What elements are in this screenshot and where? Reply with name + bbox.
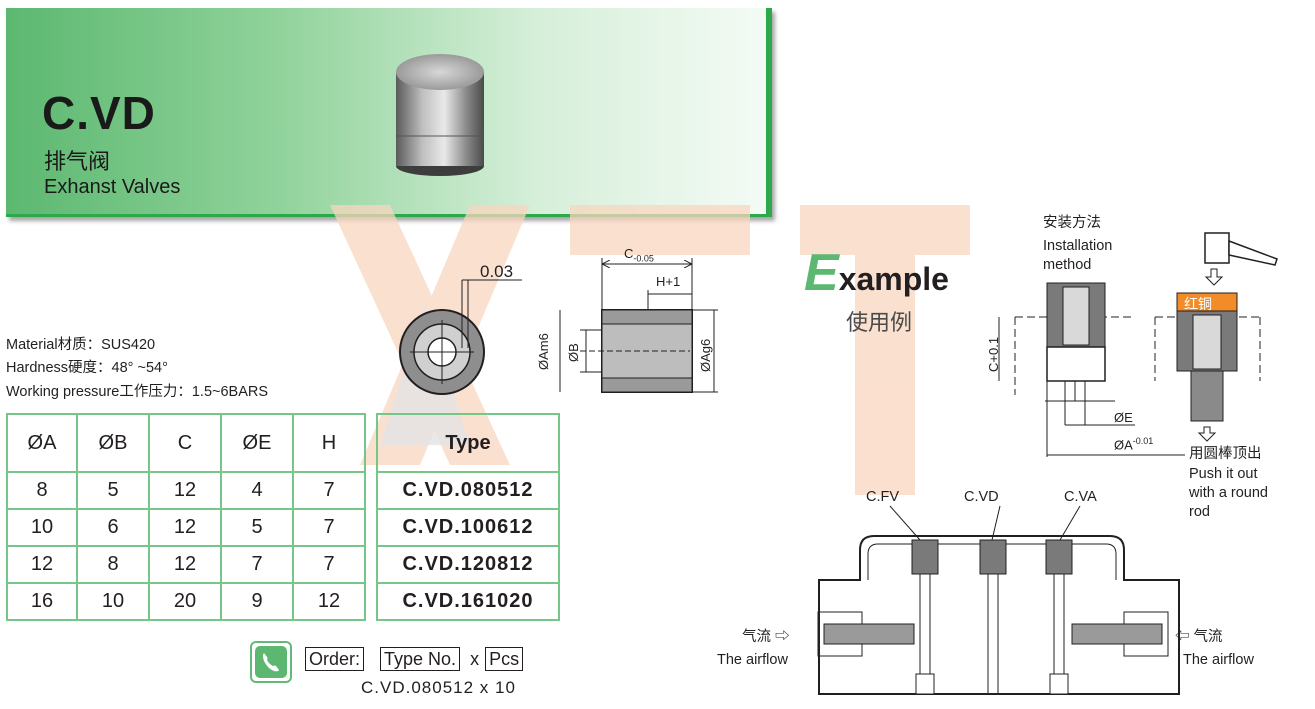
install-en-2: method	[1043, 257, 1092, 273]
size-table: ØA ØB C ØE H Type 8 5 12 4 7 C.VD.080512…	[6, 413, 560, 621]
col-b-header: ØB	[76, 413, 150, 473]
col-h-header: H	[292, 413, 366, 473]
cell: 10	[76, 582, 150, 621]
cell: 8	[76, 545, 150, 584]
airflow-right-en: The airflow	[1183, 652, 1254, 668]
push-en-2: with a round	[1189, 485, 1268, 501]
table-gap	[364, 583, 378, 620]
type-cell: C.VD.080512	[376, 471, 560, 510]
table-gap	[364, 472, 378, 509]
cell: 12	[148, 508, 222, 547]
tolerance-label: 0.03	[480, 262, 514, 281]
cell: 8	[6, 471, 78, 510]
type-cell: C.VD.100612	[376, 508, 560, 547]
order-format: Order: Type No. x Pcs	[305, 647, 524, 671]
page-title: C.VD	[42, 87, 156, 139]
label-cvd: C.VD	[964, 489, 999, 505]
order-pcs: Pcs	[485, 647, 524, 671]
col-c-header: C	[148, 413, 222, 473]
table-row: 10 6 12 5 7 C.VD.100612	[6, 508, 560, 547]
dim-am6-label: ØAm6	[536, 333, 551, 370]
col-a-header: ØA	[6, 413, 78, 473]
install-a-label: ØA-0.01	[1114, 436, 1154, 453]
front-view-drawing	[399, 279, 522, 395]
label-cva: C.VA	[1064, 489, 1097, 505]
side-view-drawing	[559, 258, 718, 393]
col-type-header: Type	[376, 413, 560, 473]
airflow-right-cn: ⇦ 气流	[1175, 629, 1223, 645]
cell: 12	[6, 545, 78, 584]
spec-material: Material材质：SUS420	[6, 337, 156, 353]
push-en-3: rod	[1189, 504, 1210, 520]
airflow-left-cn: 气流 ⇨	[742, 629, 790, 645]
order-x: x	[470, 648, 480, 669]
install-e-label: ØE	[1114, 410, 1133, 425]
cell: 7	[220, 545, 294, 584]
cell: 7	[292, 471, 366, 510]
col-e-header: ØE	[220, 413, 294, 473]
push-cn: 用圆棒顶出	[1189, 446, 1262, 462]
label-cfv: C.FV	[866, 489, 900, 505]
page-subtitle-en: Exhanst Valves	[44, 176, 181, 198]
airflow-left-en: The airflow	[717, 652, 788, 668]
table-gap	[364, 546, 378, 583]
push-en-1: Push it out	[1189, 466, 1258, 482]
spec-pressure: Working pressure工作压力：1.5~6BARS	[6, 384, 269, 400]
example-heading-cn: 使用例	[846, 310, 913, 335]
type-cell: C.VD.120812	[376, 545, 560, 584]
spec-hardness: Hardness硬度：48° ~54°	[6, 360, 168, 376]
example-heading: Example	[804, 244, 949, 302]
copper-label: 红铜	[1184, 296, 1212, 312]
cell: 9	[220, 582, 294, 621]
install-c-tol: C+0.1	[986, 336, 1001, 372]
cell: 12	[148, 471, 222, 510]
mold-assembly-drawing	[817, 505, 1180, 695]
install-en-1: Installation	[1043, 238, 1113, 254]
cell: 20	[148, 582, 222, 621]
cell: 7	[292, 545, 366, 584]
order-label: Order:	[305, 647, 365, 671]
table-row: 16 10 20 9 12 C.VD.161020	[6, 582, 560, 621]
type-cell: C.VD.161020	[376, 582, 560, 621]
cell: 7	[292, 508, 366, 547]
header-banner	[6, 8, 772, 217]
order-example: C.VD.080512 x 10	[361, 678, 516, 697]
table-row: 12 8 12 7 7 C.VD.120812	[6, 545, 560, 584]
dim-b-label: ØB	[566, 343, 581, 362]
cell: 12	[292, 582, 366, 621]
installation-drawing	[998, 232, 1278, 457]
product-photo	[396, 54, 484, 176]
cell: 10	[6, 508, 78, 547]
page-subtitle-cn: 排气阀	[44, 149, 111, 174]
cell: 16	[6, 582, 78, 621]
cell: 6	[76, 508, 150, 547]
table-header-row: ØA ØB C ØE H Type	[6, 413, 560, 473]
order-type-no: Type No.	[380, 647, 461, 671]
cell: 12	[148, 545, 222, 584]
dim-c-label: C-0.05	[624, 246, 654, 264]
cell: 5	[76, 471, 150, 510]
install-cn: 安装方法	[1043, 215, 1101, 231]
dim-h-label: H+1	[656, 274, 681, 289]
table-gap	[364, 414, 378, 472]
table-gap	[364, 509, 378, 546]
cell: 5	[220, 508, 294, 547]
table-row: 8 5 12 4 7 C.VD.080512	[6, 471, 560, 510]
dim-ag6-label: ØAg6	[698, 338, 713, 372]
cell: 4	[220, 471, 294, 510]
phone-icon[interactable]	[250, 641, 292, 683]
